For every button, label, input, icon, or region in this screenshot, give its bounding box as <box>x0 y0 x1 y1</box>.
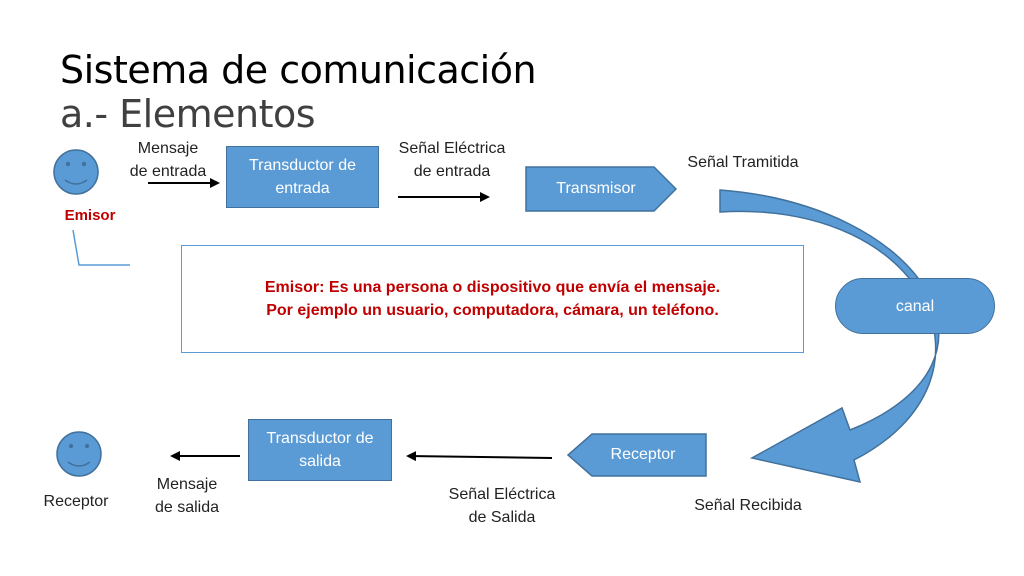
box-receptor[interactable]: Receptor <box>610 446 676 463</box>
label-line: Mensaje <box>156 476 218 493</box>
smiley-face-icon <box>56 431 102 477</box>
box-label-line: salida <box>299 453 341 470</box>
label-line: de entrada <box>413 163 491 180</box>
title-line-1: Sistema de comunicación <box>60 48 537 92</box>
label-senal-recibida: Señal Recibida <box>694 497 802 514</box>
box-label-line: entrada <box>275 180 330 197</box>
arrow-receptor-to-transductor <box>406 451 553 462</box>
label-line: de entrada <box>129 163 207 180</box>
callout-connector <box>72 229 130 266</box>
transmisor-shape <box>525 166 678 212</box>
title-line-2: a.- Elementos <box>60 92 316 136</box>
channel-curved-arrow <box>719 189 940 484</box>
label-senal-tramitida: Señal Tramitida <box>687 154 799 171</box>
label-senal-electrica-entrada: Señal Eléctrica de entrada <box>385 137 519 183</box>
label-mensaje-entrada: Mensaje de entrada <box>116 137 220 183</box>
label-senal-electrica-salida: Señal Eléctrica de Salida <box>432 483 572 529</box>
box-transductor-salida[interactable]: Transductor de salida <box>248 419 392 481</box>
label-receptor: Receptor <box>43 493 109 510</box>
label-mensaje-salida: Mensaje de salida <box>138 473 236 519</box>
label-line: Señal Eléctrica <box>448 486 556 503</box>
box-transmisor[interactable]: Transmisor <box>556 180 636 197</box>
box-transductor-entrada[interactable]: Transductor de entrada <box>226 146 379 208</box>
label-line: Mensaje <box>137 140 199 157</box>
slide-title: Sistema de comunicación a.- Elementos <box>60 48 537 136</box>
label-line: de salida <box>154 499 220 516</box>
box-label-line: Transductor de <box>248 157 356 174</box>
label-emisor: Emisor <box>64 207 116 224</box>
receptor-shape <box>566 433 707 477</box>
box-label-line: Transductor de <box>266 430 374 447</box>
definition-line: Por ejemplo un usuario, computadora, cám… <box>266 302 719 319</box>
smiley-face-icon <box>53 149 99 195</box>
definition-line: Emisor: Es una persona o dispositivo que… <box>264 279 721 296</box>
label-line: de Salida <box>468 509 536 526</box>
emisor-definition-box: Emisor: Es una persona o dispositivo que… <box>181 245 804 353</box>
label-line: Señal Eléctrica <box>398 140 506 157</box>
box-canal[interactable]: canal <box>835 278 995 334</box>
